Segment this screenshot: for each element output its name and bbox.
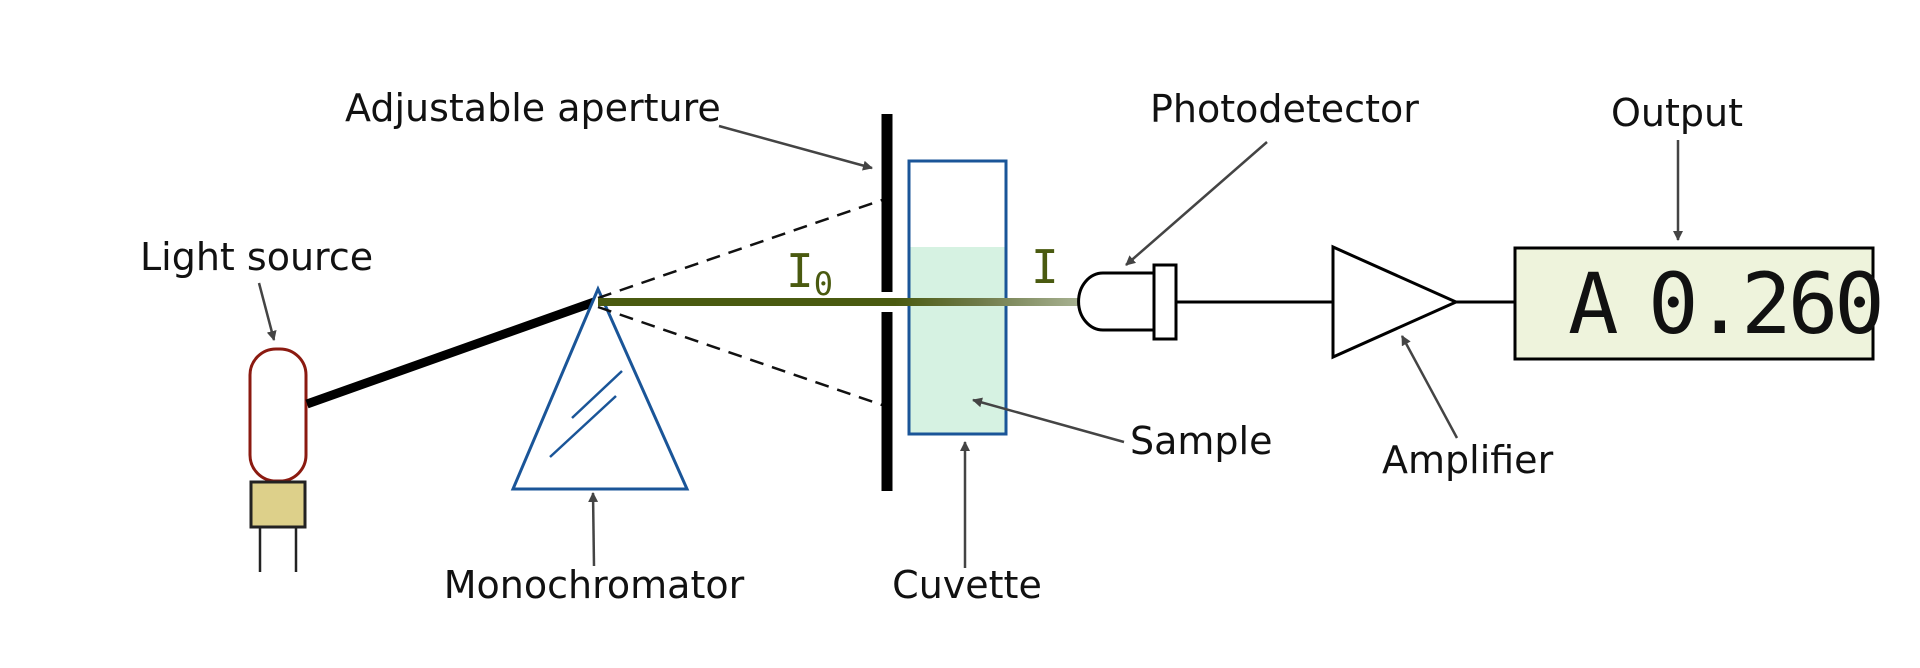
- photodetector-flange: [1152, 263, 1178, 341]
- incident-intensity-label: I0: [786, 244, 833, 303]
- label-photodetector: Photodetector: [1150, 87, 1419, 131]
- transmitted-intensity-label: I: [1031, 240, 1059, 294]
- amplifier-triangle: [1331, 244, 1460, 360]
- photodetector-pointer: [1125, 141, 1268, 266]
- label-monochromator: Monochromator: [444, 563, 745, 607]
- lamp-bulb: [248, 347, 308, 483]
- light-source-lamp: [248, 347, 308, 572]
- lamp-base: [249, 480, 307, 529]
- label-adjustable-aperture: Adjustable aperture: [345, 86, 721, 130]
- label-cuvette: Cuvette: [892, 563, 1042, 607]
- prism-glint-2: [549, 395, 617, 458]
- sample-pointer: [972, 397, 1125, 444]
- label-amplifier: Amplifier: [1382, 438, 1554, 482]
- display-value: 0.260: [1648, 255, 1881, 353]
- cuvette: [907, 159, 1008, 436]
- source-beam: [305, 296, 599, 409]
- dispersion-ray-lower: [597, 305, 883, 407]
- sample-liquid: [909, 247, 1006, 433]
- label-light-source: Light source: [140, 235, 373, 279]
- output-display: A 0.260: [1513, 246, 1885, 361]
- monochromator-pointer: [588, 492, 599, 567]
- photodetector-lens: [1077, 271, 1154, 332]
- photodetector: [1077, 263, 1178, 341]
- aperture-pointer: [718, 124, 873, 171]
- light-source-pointer: [257, 282, 277, 341]
- prism-outline: [510, 285, 690, 491]
- monochromator-prism: [510, 285, 690, 491]
- dispersion-ray-upper: [597, 198, 883, 300]
- display-panel: [1513, 246, 1875, 361]
- prism-glint-1: [571, 370, 623, 419]
- amplifier-pointer: [1400, 335, 1459, 439]
- label-sample: Sample: [1130, 419, 1272, 463]
- display-unit: A: [1568, 255, 1619, 353]
- label-output: Output: [1611, 91, 1743, 135]
- cuvette-outline: [907, 159, 1008, 436]
